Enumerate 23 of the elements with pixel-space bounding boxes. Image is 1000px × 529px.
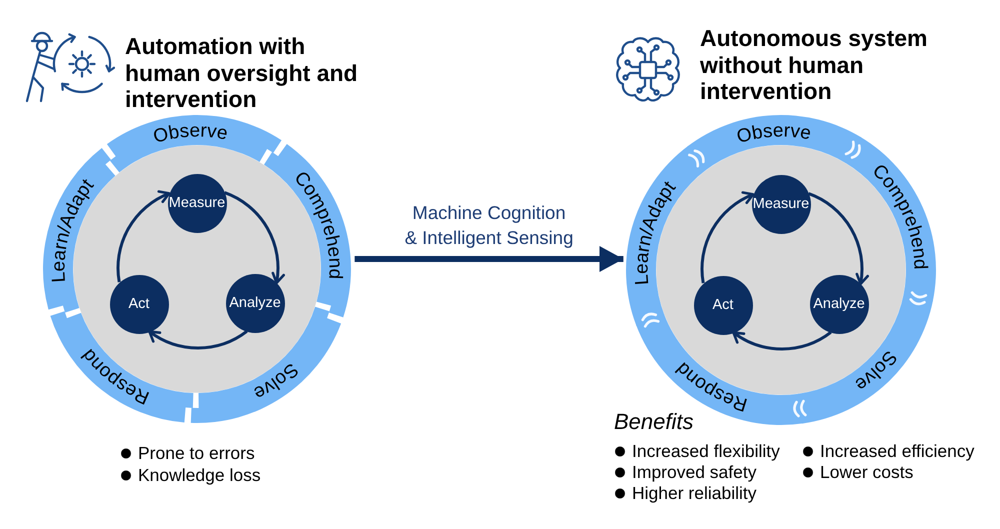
ring-segment: Observe (687, 115, 862, 170)
cycle-arrow (732, 331, 832, 350)
cycle-arrow (808, 192, 868, 286)
edge-label: Machine Cognition & Intelligent Sensing (404, 201, 574, 250)
arrow (354, 246, 624, 272)
bullet-item: Higher reliability (615, 483, 756, 504)
cycle-arrow (700, 192, 754, 284)
panel-heading: Automation with human oversight and intervention (125, 33, 359, 112)
cycle-arrow (148, 330, 248, 350)
bullet-item: Improved safety (615, 462, 756, 483)
step-circle: Act (694, 276, 752, 334)
step-circle: Measure (752, 174, 810, 234)
panel-heading: Autonomous system without human intervention (700, 25, 928, 104)
cycle-arrow (116, 190, 170, 282)
ring-segment: Observe (106, 115, 282, 172)
cycle-arrow (224, 191, 284, 284)
bullet-item: Increased efficiency (803, 441, 974, 462)
step-circle: Act (110, 274, 168, 334)
step-circle: Measure (168, 174, 226, 232)
step-circle: Analyze (810, 274, 868, 334)
bullet-item: Knowledge loss (121, 465, 261, 486)
step-circle: Analyze (226, 274, 284, 332)
bullet-item: Increased flexibility (615, 441, 780, 462)
